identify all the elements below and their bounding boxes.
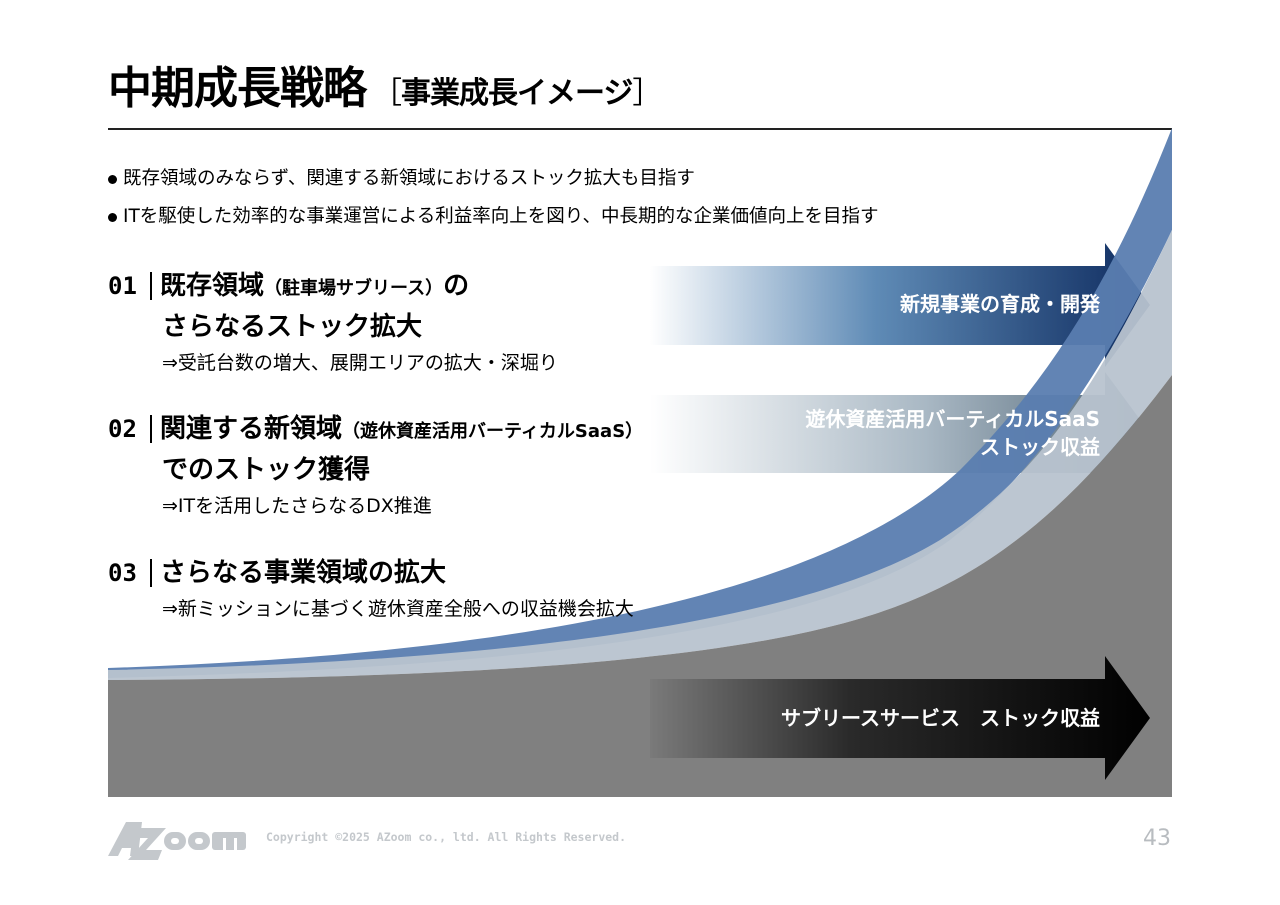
light-growth-band <box>108 230 1172 680</box>
arrow-sublease <box>650 656 1150 780</box>
item-detail: ⇒受託台数の増大、展開エリアの拡大・深堀り <box>162 352 558 374</box>
azoom-logo-icon <box>108 822 246 860</box>
page-title: 中期成長戦略［事業成長イメージ］ <box>108 52 662 116</box>
summary-bullets: 既存領域のみならず、関連する新領域におけるストック拡大も目指す ITを駆使した効… <box>108 160 878 236</box>
title-divider <box>108 128 1172 130</box>
item-title-line2: でのストック獲得 <box>162 455 371 485</box>
item-title: 既存領域（駐車場サブリース）の <box>160 271 470 301</box>
bullet-item: 既存領域のみならず、関連する新領域におけるストック拡大も目指す <box>108 160 878 198</box>
page-number: 43 <box>1143 826 1171 851</box>
title-main: 中期成長戦略 <box>108 63 367 114</box>
title-subtitle: ［事業成長イメージ］ <box>372 76 662 111</box>
bullet-item: ITを駆使した効率的な事業運営による利益率向上を図り、中長期的な企業価値向上を目… <box>108 198 878 236</box>
item-divider <box>150 559 152 587</box>
item-divider <box>150 415 152 443</box>
item-title-line2: さらなるストック拡大 <box>162 312 423 342</box>
bullet-dot-icon <box>108 174 117 184</box>
blue-growth-band <box>108 128 1172 678</box>
item-number: 01 <box>108 272 137 300</box>
bullet-dot-icon <box>108 212 117 222</box>
strategy-item-03: 03 さらなる事業領域の拡大 ⇒新ミッションに基づく遊休資産全般への収益機会拡大 <box>108 555 634 625</box>
item-detail: ⇒ITを活用したさらなるDX推進 <box>162 495 432 517</box>
copyright-text: Copyright ©2025 AZoom co., ltd. All Righ… <box>266 830 627 844</box>
arrow-label-saas: 遊休資産活用バーティカルSaaS ストック収益 <box>805 407 1100 459</box>
item-divider <box>150 272 152 300</box>
strategy-item-02: 02 関連する新領域（遊休資産活用バーティカルSaaS） でのストック獲得 ⇒I… <box>108 411 643 522</box>
arrow-label-new-business: 新規事業の育成・開発 <box>900 292 1100 316</box>
arrow-new-business <box>650 243 1150 367</box>
arrow-label-sublease: サブリースサービス ストック収益 <box>781 706 1100 730</box>
strategy-item-01: 01 既存領域（駐車場サブリース）の さらなるストック拡大 ⇒受託台数の増大、展… <box>108 268 558 379</box>
item-title: 関連する新領域（遊休資産活用バーティカルSaaS） <box>160 414 644 444</box>
item-number: 03 <box>108 559 137 587</box>
item-title: さらなる事業領域の拡大 <box>160 558 447 588</box>
item-number: 02 <box>108 415 137 443</box>
item-detail: ⇒新ミッションに基づく遊休資産全般への収益機会拡大 <box>162 598 634 620</box>
